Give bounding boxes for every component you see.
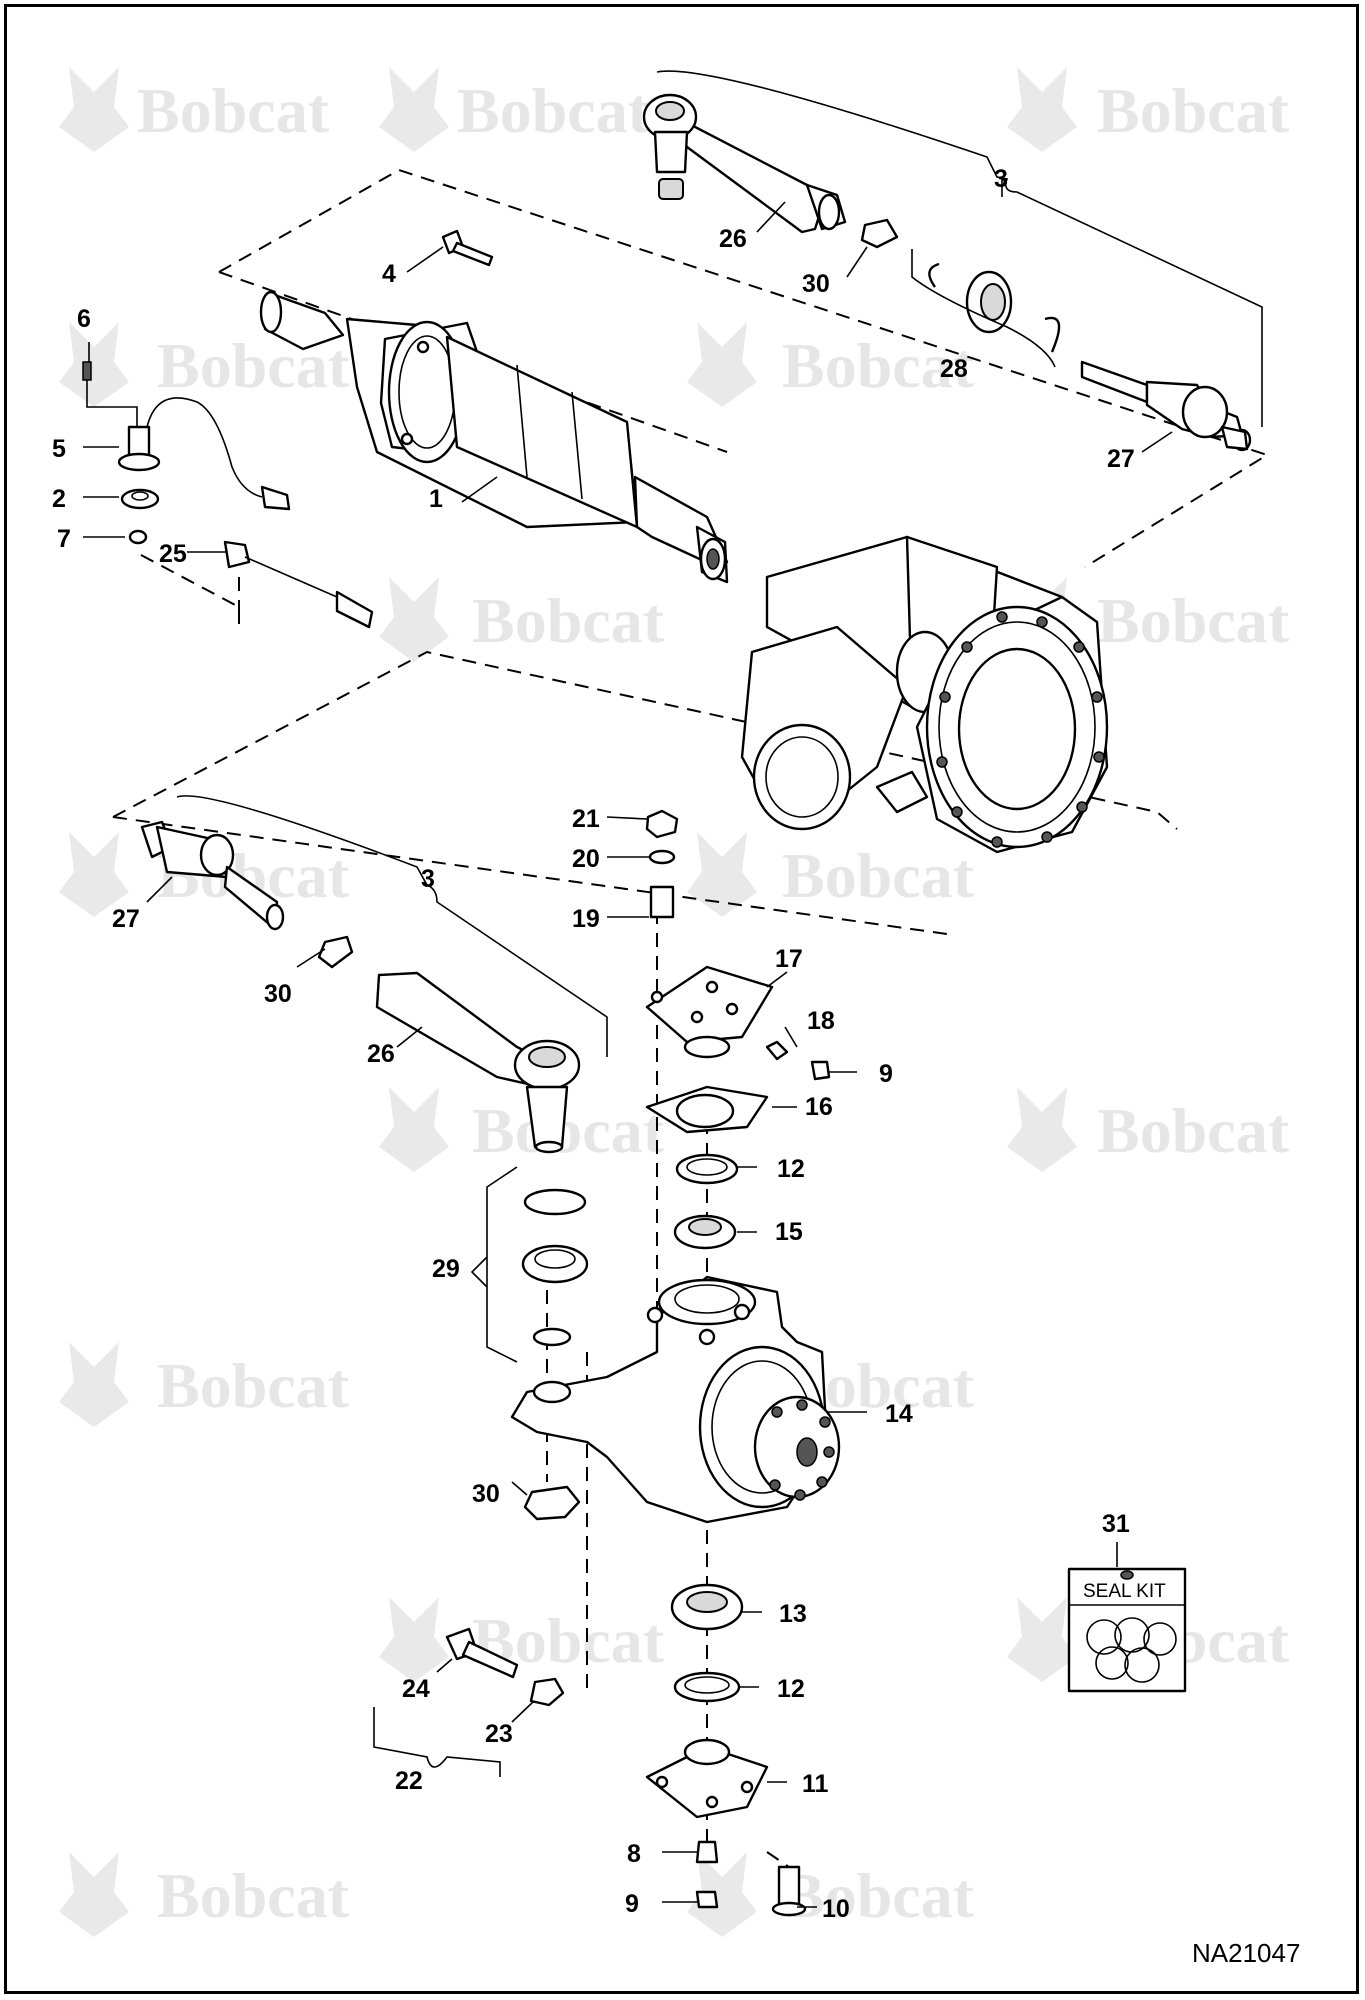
callout-13: 13 [779,1600,807,1628]
callout-4: 4 [382,260,396,288]
watermark-text: Bobcat [137,75,330,146]
callout-24: 24 [402,1675,430,1703]
steering-cylinder [259,290,729,584]
watermark-text: Bobcat [782,840,975,911]
callout-28: 28 [940,355,968,383]
watermark-logo [687,322,757,407]
bolt-4 [441,229,494,267]
callout-9-upper: 9 [879,1060,893,1088]
callout-18: 18 [807,1007,835,1035]
callout-14: 14 [885,1400,913,1428]
watermark-text: Bobcat [157,1860,350,1931]
callout-27-upper: 27 [1107,445,1135,473]
callout-10: 10 [822,1895,850,1923]
sensor-parts [82,361,374,629]
callout-labels: 1 2 3 3 4 5 6 7 8 9 9 10 11 12 12 13 14 … [52,165,1135,1923]
callout-11: 11 [802,1770,829,1798]
watermark-logo [59,1342,129,1427]
watermark-text: Bobcat [1097,1095,1290,1166]
seal-kit: SEAL KIT [1067,1567,1187,1693]
watermark-text: Bobcat [472,585,665,656]
axle-housing [740,535,1109,854]
callout-16: 16 [805,1093,833,1121]
group-brackets [176,70,1263,1777]
callout-7: 7 [57,525,71,553]
lower-tie-rod [140,820,581,1154]
callout-22: 22 [395,1767,423,1795]
watermark-logo [1007,1597,1077,1682]
callout-31: 31 [1102,1510,1130,1538]
callout-2: 2 [52,485,66,513]
watermark-text: Bobcat [782,330,975,401]
callout-23: 23 [485,1720,513,1748]
callout-5: 5 [52,435,66,463]
callout-30-upper: 30 [802,270,830,298]
callout-12-upper: 12 [777,1155,805,1183]
watermark-logo [687,832,757,917]
callout-27-lower: 27 [112,905,140,933]
watermark-logo [59,322,129,407]
callout-25: 25 [159,540,187,568]
watermark-text: Bobcat [457,75,650,146]
nut-30-lower [523,1485,581,1521]
watermark-text: Bobcat [472,1095,665,1166]
callout-26-lower: 26 [367,1040,395,1068]
callout-9-lower: 9 [625,1890,639,1918]
callout-1: 1 [429,485,443,513]
kingpin-lower [645,1583,807,1917]
callout-20: 20 [572,845,600,873]
watermark-logo [379,67,449,152]
diagram-frame: Bobcat Bobcat Bobcat Bobcat Bobcat Bobca… [4,4,1359,1994]
callout-3-upper: 3 [994,165,1008,193]
watermark-logo [1007,67,1077,152]
watermark-text: Bobcat [157,1350,350,1421]
watermark-logo [1007,1087,1077,1172]
watermark-logo [59,1852,129,1937]
callout-30-lower: 30 [472,1480,500,1508]
bolt-24-nut-23 [445,1627,565,1707]
callout-3-lower: 3 [421,865,435,893]
watermark-layer: Bobcat Bobcat Bobcat Bobcat Bobcat Bobca… [59,67,1290,1937]
callout-29: 29 [432,1255,460,1283]
callout-30-middle: 30 [264,980,292,1008]
callout-17: 17 [775,945,803,973]
watermark-logo [379,1087,449,1172]
seal-kit-label: SEAL KIT [1083,1581,1166,1602]
callout-8: 8 [627,1840,641,1868]
watermark-logo [59,67,129,152]
kingpin-upper [645,809,831,1250]
callout-21: 21 [572,805,600,833]
callout-12-lower: 12 [777,1675,805,1703]
watermark-logo [687,1852,757,1937]
callout-19: 19 [572,905,600,933]
watermark-logo [379,1597,449,1682]
leader-lines [83,177,1173,1908]
parts-diagram: Bobcat Bobcat Bobcat Bobcat Bobcat Bobca… [52,67,1300,1968]
watermark-text: Bobcat [1097,75,1290,146]
watermark-text: Bobcat [782,1860,975,1931]
callout-26-upper: 26 [719,225,747,253]
steering-knuckle [510,1275,841,1524]
drawing-number: NA21047 [1192,1938,1300,1968]
callout-6: 6 [77,305,91,333]
callout-15: 15 [775,1218,803,1246]
watermark-text: Bobcat [1097,585,1290,656]
watermark-logo [59,832,129,917]
ring-kit-29 [521,1188,589,1347]
watermark-logo [379,577,449,662]
